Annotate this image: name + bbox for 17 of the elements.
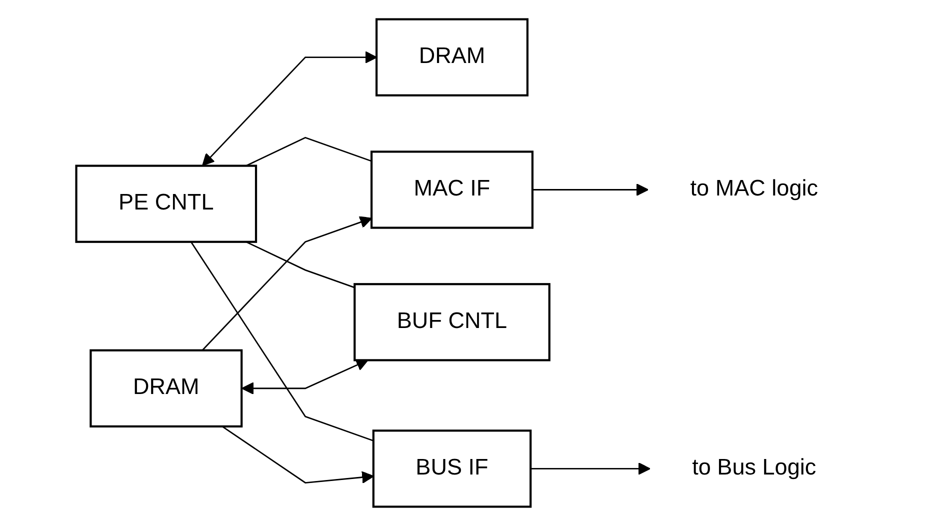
node-text: to MAC logic [690,177,818,202]
node-box: BUS IF [372,430,532,508]
node-text: to Bus Logic [692,456,816,480]
arrow [241,359,368,395]
node-box: MAC IF [370,150,534,229]
connector [190,241,374,442]
arrow [201,216,372,351]
connector [246,136,372,166]
arrow [202,51,377,166]
node-box: PE CNTL [74,164,257,243]
node-box: BUF CNTL [353,283,550,362]
arrow [530,462,650,475]
arrow [532,184,648,196]
node-box: DRAM [89,349,242,428]
node-box: DRAM [375,18,528,96]
arrow [222,426,374,484]
connector [246,241,355,288]
